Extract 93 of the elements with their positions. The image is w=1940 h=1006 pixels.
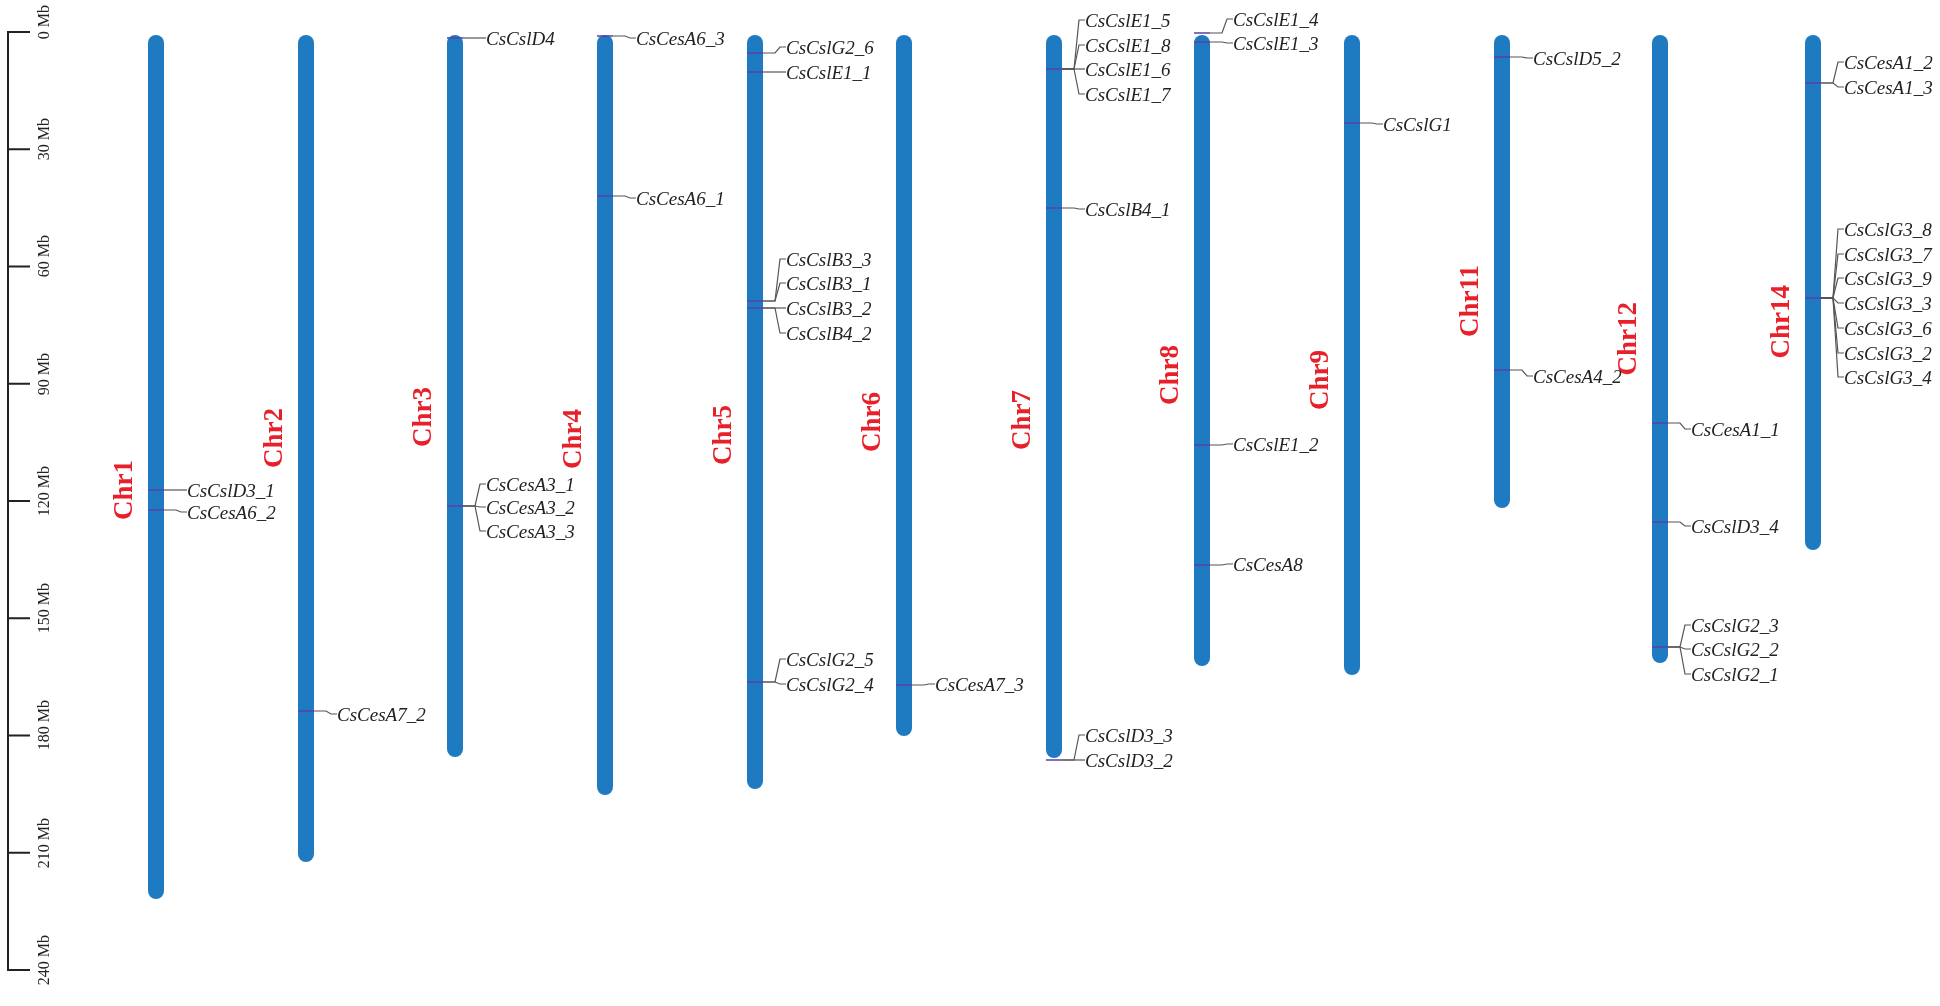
leader-line <box>462 37 487 39</box>
gene-label: CsCesA8 <box>1233 554 1303 574</box>
leader-line <box>1209 443 1234 446</box>
gene-label: CsCslE1_5 <box>1085 10 1171 30</box>
gene-label: CsCslG3_4 <box>1844 367 1932 387</box>
gene-label: CsCslE1_2 <box>1233 434 1319 454</box>
axis-tick-label: 90 Mb <box>36 352 52 395</box>
leader-line <box>762 307 787 334</box>
gene-label: CsCslD3_3 <box>1085 725 1173 745</box>
leader-line <box>612 195 637 199</box>
gene-label: CsCslE1_6 <box>1085 59 1171 79</box>
leader-line <box>1061 759 1086 761</box>
axis-tick-label: 210 Mb <box>36 817 52 868</box>
gene-label: CsCslB3_3 <box>786 249 872 269</box>
leader-line <box>1820 82 1845 88</box>
gene-label: CsCslB4_2 <box>786 323 872 343</box>
gene-label: CsCslG3_3 <box>1844 293 1932 313</box>
leader-line <box>1667 521 1692 527</box>
gene-label: CsCesA6_2 <box>187 502 276 522</box>
chromosome-label: Chr2 <box>260 408 287 468</box>
chromosome-label: Chr6 <box>858 392 885 452</box>
leader-line <box>1209 563 1234 566</box>
leader-line <box>762 282 787 302</box>
leader-line <box>1061 68 1086 95</box>
leader-line <box>1209 41 1234 44</box>
leader-line <box>163 509 188 513</box>
gene-label: CsCslE1_1 <box>786 62 872 82</box>
chromosome-label: Chr8 <box>1156 345 1183 405</box>
chromosome-label: Chr11 <box>1456 265 1483 337</box>
leader-line <box>1667 422 1692 430</box>
axis-tick-label: 150 Mb <box>36 583 52 634</box>
leader-line <box>762 681 787 685</box>
gene-label: CsCesA1_3 <box>1844 77 1933 97</box>
gene-label: CsCslB3_1 <box>786 273 872 293</box>
gene-label: CsCesA7_3 <box>935 674 1024 694</box>
gene-label: CsCslG3_6 <box>1844 318 1932 338</box>
leader-line <box>1359 122 1384 125</box>
gene-label: CsCslG3_9 <box>1844 268 1932 288</box>
leader-line <box>911 683 936 686</box>
chromosome-label: Chr14 <box>1767 285 1794 359</box>
gene-label: CsCslE1_4 <box>1233 9 1319 29</box>
chromosome-label: Chr7 <box>1008 390 1035 450</box>
gene-label: CsCslG3_8 <box>1844 219 1932 239</box>
leader-line <box>1820 297 1845 378</box>
gene-label: CsCslG1 <box>1383 114 1452 134</box>
gene-label: CsCesA1_2 <box>1844 52 1933 72</box>
chromosome-label: Chr9 <box>1306 350 1333 410</box>
leader-line <box>612 35 637 39</box>
leader-line <box>163 489 188 491</box>
axis-tick-label: 60 Mb <box>36 235 52 278</box>
gene-label: CsCslG2_3 <box>1691 615 1779 635</box>
gene-label: CsCesA6_1 <box>636 188 725 208</box>
gene-label: CsCslG2_2 <box>1691 639 1779 659</box>
gene-label: CsCesA3_1 <box>486 474 575 494</box>
chromosome-label: Chr4 <box>559 409 586 469</box>
gene-label: CsCslG2_4 <box>786 674 874 694</box>
leader-line <box>762 71 787 73</box>
axis-tick-label: 120 Mb <box>36 465 52 517</box>
leader-line <box>1509 369 1534 377</box>
gene-label: CsCesA6_3 <box>636 28 725 48</box>
chromosome-label: Chr1 <box>110 460 137 520</box>
gene-label: CsCesA7_2 <box>337 704 426 724</box>
axis-tick-label: 0 Mb <box>36 5 52 40</box>
axis-tick-label: 240 Mb <box>36 934 52 986</box>
gene-label: CsCslD3_2 <box>1085 750 1173 770</box>
gene-label: CsCesA3_2 <box>486 497 575 517</box>
leader-line <box>1061 207 1086 210</box>
chromosome-label: Chr3 <box>409 387 436 447</box>
gene-label: CsCslD3_4 <box>1691 516 1779 536</box>
gene-label: CsCslE1_3 <box>1233 33 1319 53</box>
leader-line <box>313 710 338 715</box>
leader-line <box>762 46 787 54</box>
axis-tick-label: 30 Mb <box>36 118 52 161</box>
gene-label: CsCesA1_1 <box>1691 419 1780 439</box>
axis-tick-label: 180 Mb <box>36 700 52 751</box>
gene-label: CsCslG3_7 <box>1844 244 1932 264</box>
gene-label: CsCslD5_2 <box>1533 48 1621 68</box>
gene-label: CsCslD3_1 <box>187 480 275 500</box>
gene-label: CsCslG3_2 <box>1844 343 1932 363</box>
leader-line <box>1509 56 1534 59</box>
gene-label: CsCslG2_6 <box>786 37 874 57</box>
leader-line <box>462 505 487 532</box>
gene-label: CsCesA3_3 <box>486 521 575 541</box>
chromosome-label: Chr5 <box>709 405 736 465</box>
gene-label: CsCslE1_8 <box>1085 35 1171 55</box>
gene-label: CsCslB4_1 <box>1085 199 1171 219</box>
gene-label: CsCslG2_1 <box>1691 664 1779 684</box>
gene-label: CsCslE1_7 <box>1085 84 1171 104</box>
gene-label: CsCslG2_5 <box>786 649 874 669</box>
gene-label: CsCslD4 <box>486 28 555 48</box>
leader-line <box>1667 646 1692 675</box>
leader-line <box>1209 18 1234 34</box>
gene-label: CsCslB3_2 <box>786 298 872 318</box>
